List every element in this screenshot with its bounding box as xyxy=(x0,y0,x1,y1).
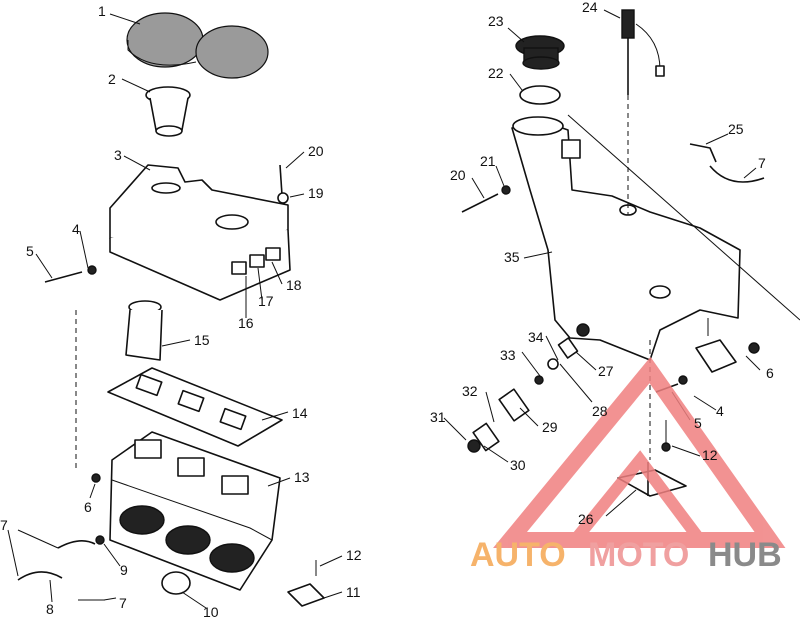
level-switch xyxy=(655,318,760,393)
callout-4r: 4 xyxy=(716,403,724,419)
callout-27: 27 xyxy=(598,363,614,379)
callout-25: 25 xyxy=(728,121,744,137)
outline-line xyxy=(567,114,800,321)
air-filter-foam xyxy=(126,12,269,79)
callout-10: 10 xyxy=(203,604,219,619)
grommet xyxy=(161,571,191,595)
watermark-text: AUTO MOTO HUB xyxy=(470,536,782,574)
callout-1: 1 xyxy=(98,3,106,19)
hose-upper xyxy=(57,540,96,549)
callout-29: 29 xyxy=(542,419,558,435)
callout-labels: 1 2 3 5 4 20 19 16 17 18 15 14 13 6 7 9 … xyxy=(0,0,774,619)
callout-19: 19 xyxy=(308,185,324,201)
callout-12: 12 xyxy=(346,547,362,563)
watermark-logo xyxy=(493,356,786,548)
hose-lower xyxy=(17,571,63,581)
callout-16: 16 xyxy=(238,315,254,331)
callout-5r: 5 xyxy=(694,415,702,431)
callout-35: 35 xyxy=(504,249,520,265)
left-leader-lines xyxy=(7,13,343,609)
vent-fitting-hose xyxy=(689,143,765,183)
callout-21: 21 xyxy=(480,153,496,169)
callout-26: 26 xyxy=(578,511,594,527)
callout-3: 3 xyxy=(114,147,122,163)
intake-boot-lower xyxy=(125,300,163,361)
callout-32: 32 xyxy=(462,383,478,399)
callout-18: 18 xyxy=(286,277,302,293)
callout-9: 9 xyxy=(120,562,128,578)
callout-20: 20 xyxy=(308,143,324,159)
callout-24: 24 xyxy=(582,0,598,15)
callout-7b: 7 xyxy=(119,595,127,611)
airbox-base xyxy=(109,431,281,591)
callout-2: 2 xyxy=(108,71,116,87)
tank-cap xyxy=(515,35,565,70)
watermark-auto: AUTO xyxy=(470,536,566,574)
callout-4: 4 xyxy=(72,221,80,237)
airbox-gasket xyxy=(107,367,283,447)
callout-17: 17 xyxy=(258,293,274,309)
callout-13: 13 xyxy=(294,469,310,485)
callout-31: 31 xyxy=(430,409,446,425)
left-fasteners xyxy=(44,164,317,576)
callout-11: 11 xyxy=(346,584,361,600)
callout-6: 6 xyxy=(84,499,92,515)
callout-6r: 6 xyxy=(766,365,774,381)
callout-7a: 7 xyxy=(0,517,8,533)
filter-assembly xyxy=(467,337,579,453)
callout-8: 8 xyxy=(46,601,54,617)
callout-22: 22 xyxy=(488,65,504,81)
airbox-lid xyxy=(109,164,291,301)
mount-bracket xyxy=(287,583,325,607)
callout-12r: 12 xyxy=(702,447,718,463)
callout-28: 28 xyxy=(592,403,608,419)
callout-30: 30 xyxy=(510,457,526,473)
callout-14: 14 xyxy=(292,405,308,421)
oil-tank xyxy=(511,116,741,361)
intake-boot-top xyxy=(145,86,191,137)
callout-20r: 20 xyxy=(450,167,466,183)
tank-bolt xyxy=(461,185,511,213)
watermark-hub: HUB xyxy=(708,536,782,574)
callout-34: 34 xyxy=(528,329,544,345)
callout-33: 33 xyxy=(500,347,516,363)
watermark-moto: MOTO xyxy=(588,536,689,574)
callout-15: 15 xyxy=(194,332,210,348)
callout-7: 7 xyxy=(758,155,766,171)
callout-23: 23 xyxy=(488,13,504,29)
cap-gasket xyxy=(519,85,561,105)
callout-5: 5 xyxy=(26,243,34,259)
dipstick xyxy=(621,9,665,95)
